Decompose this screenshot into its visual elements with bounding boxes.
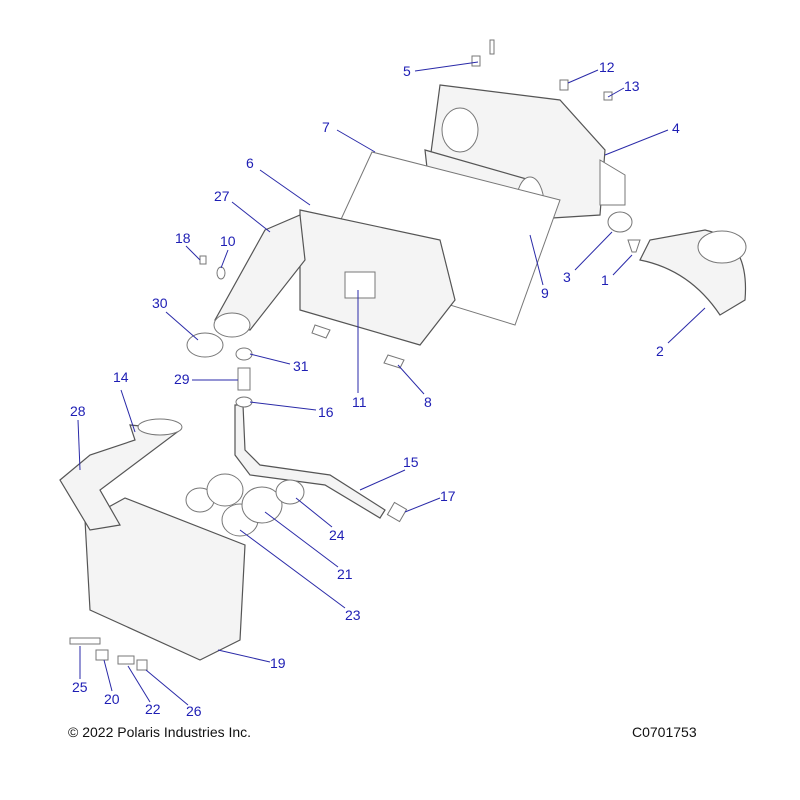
callout-6: 6: [246, 155, 254, 171]
callout-14: 14: [113, 369, 129, 385]
callout-11: 11: [352, 394, 367, 410]
callout-17: 17: [440, 488, 456, 504]
callout-21: 21: [337, 566, 353, 582]
intake-duct-27: [213, 214, 306, 338]
airbox-cover: [299, 209, 456, 346]
callout-18: 18: [175, 230, 191, 246]
callout-30: 30: [152, 295, 168, 311]
diagram-id: C0701753: [632, 724, 697, 740]
callout-8: 8: [424, 394, 432, 410]
callout-5: 5: [403, 63, 411, 79]
callout-10: 10: [220, 233, 236, 249]
callout-15: 15: [403, 454, 419, 470]
callout-29: 29: [174, 371, 190, 387]
callout-16: 16: [318, 404, 334, 420]
clamps: [185, 473, 305, 537]
callout-20: 20: [104, 691, 120, 707]
callout-23: 23: [345, 607, 361, 623]
callout-26: 26: [186, 703, 202, 719]
callout-1: 1: [601, 272, 609, 288]
leader-lines: [77, 61, 706, 706]
callout-7: 7: [322, 119, 330, 135]
callout-24: 24: [329, 527, 345, 543]
outlet-duct-2: [607, 211, 747, 316]
callout-25: 25: [72, 679, 88, 695]
callout-27: 27: [214, 188, 230, 204]
callout-13: 13: [624, 78, 640, 94]
copyright-text: © 2022 Polaris Industries Inc.: [68, 724, 252, 740]
callout-3: 3: [563, 269, 571, 285]
callout-labels: 1 2 3 4 5 6 7 8 9 10 11 12 13 14 15 16 1…: [70, 59, 680, 719]
callout-12: 12: [599, 59, 615, 75]
callout-9: 9: [541, 285, 549, 301]
pre-cleaner-box: [59, 418, 246, 661]
callout-4: 4: [672, 120, 680, 136]
drain-hose: [186, 332, 408, 523]
hardware: [69, 39, 641, 671]
callout-19: 19: [270, 655, 286, 671]
callout-31: 31: [293, 358, 309, 374]
callout-22: 22: [145, 701, 161, 717]
callout-28: 28: [70, 403, 86, 419]
callout-2: 2: [656, 343, 664, 359]
